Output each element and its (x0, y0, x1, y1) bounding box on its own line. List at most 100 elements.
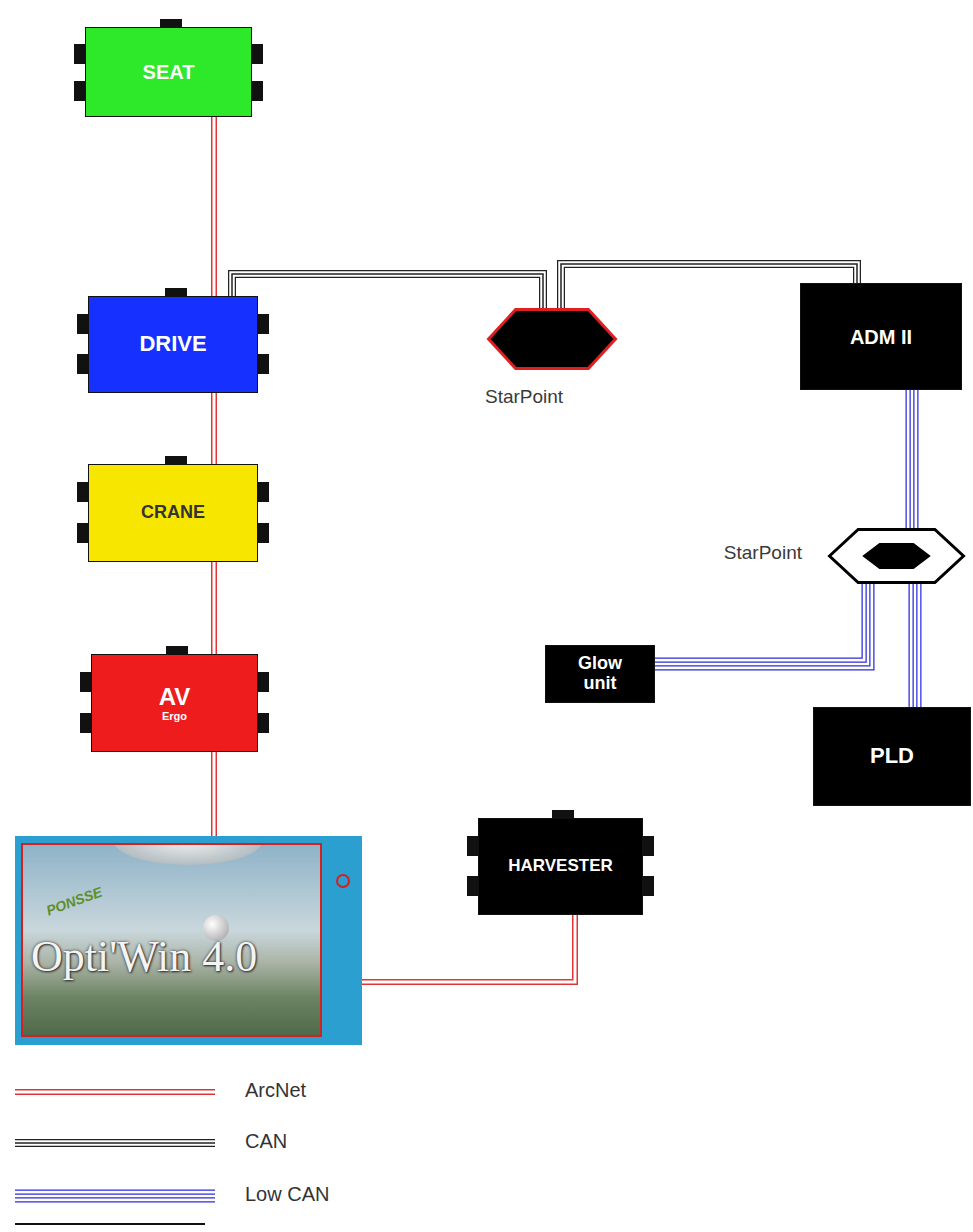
connector-tab (77, 314, 89, 334)
bus-wire (655, 584, 868, 664)
module-label: HARVESTER (508, 857, 613, 876)
crane-module: CRANE (88, 464, 258, 562)
bus-wire (213, 562, 216, 654)
bus-wire (211, 562, 217, 654)
module-label: AV (159, 684, 191, 710)
bus-wire (232, 274, 543, 308)
hexagon-outline (487, 308, 617, 370)
connector-tab (166, 646, 188, 655)
screen-picture: PONSSE Opti'Win 4.0 (21, 843, 322, 1037)
lowcan-starpoint: StarPoint (828, 528, 965, 584)
optiwin-display: PONSSE Opti'Win 4.0 (15, 836, 362, 1045)
bus-connector (232, 274, 543, 308)
connector-tab (257, 482, 269, 502)
arcnet-line (15, 1089, 215, 1095)
bus-wire (213, 393, 216, 464)
av-module: AVErgo (91, 654, 258, 752)
drive-module: DRIVE (88, 296, 258, 393)
bus-wire (362, 915, 575, 982)
connector-tab (467, 876, 479, 896)
bus-wire (655, 584, 868, 664)
bus-connector (214, 117, 215, 296)
lowcan-line (15, 1194, 215, 1199)
legend-label: CAN (245, 1130, 287, 1153)
product-title: Opti'Win 4.0 (31, 931, 257, 982)
bus-wire (911, 390, 914, 528)
connector-tab (552, 810, 574, 819)
hexagon-shape (830, 530, 964, 583)
lowcan-gap (15, 1195, 215, 1198)
module-label: ADM II (850, 326, 912, 348)
screen-cloud (113, 843, 263, 865)
can-line (15, 1139, 215, 1147)
connector-tab (77, 482, 89, 502)
connector-tab (80, 672, 92, 692)
bus-wire (914, 584, 917, 707)
connector-tab (257, 314, 269, 334)
bus-connector (214, 752, 215, 836)
bus-wire (211, 393, 217, 464)
pld-unit: PLD (813, 707, 971, 806)
harvester-module: HARVESTER (478, 818, 643, 915)
bus-wire (213, 117, 216, 296)
bus-connector (214, 562, 215, 654)
module-label: PLD (870, 744, 914, 768)
connector-tab (642, 876, 654, 896)
seat-module: SEAT (85, 27, 252, 117)
lowcan-gap (15, 1191, 215, 1202)
bus-wire (655, 584, 868, 664)
bus-wire (211, 117, 217, 296)
hexagon-shape (489, 310, 616, 369)
bus-wire (232, 274, 543, 308)
starpoint-label: StarPoint (724, 542, 802, 564)
bus-wire (655, 584, 868, 664)
lowcan-sample (15, 1196, 215, 1197)
module-label: SEAT (143, 61, 195, 83)
legend-label: Low CAN (245, 1183, 329, 1206)
connector-tab (642, 836, 654, 856)
bus-connector (915, 584, 916, 707)
connector-tab (77, 523, 89, 543)
connector-tab (160, 19, 182, 28)
bus-wire (906, 390, 919, 528)
module-label: CRANE (141, 503, 205, 523)
module-label: Glow unit (569, 654, 631, 694)
bus-wire (910, 390, 915, 528)
connector-tab (77, 354, 89, 374)
connector-tab (257, 672, 269, 692)
connector-tab (257, 713, 269, 733)
arcnet-sample (15, 1092, 215, 1093)
can-starpoint: StarPoint (487, 308, 617, 370)
connector-tab (251, 44, 263, 64)
can-sample (15, 1143, 215, 1144)
hexagon-core (862, 543, 931, 569)
status-led (336, 874, 350, 888)
bus-connector (912, 390, 913, 528)
arcnet-gap (15, 1091, 215, 1094)
connector-tab (74, 44, 86, 64)
bus-wire (362, 915, 575, 982)
module-label: DRIVE (139, 332, 206, 356)
bus-wire (913, 584, 918, 707)
bus-connector (655, 584, 868, 664)
can-gap (15, 1140, 215, 1146)
connector-tab (80, 713, 92, 733)
adm-module: ADM II (800, 283, 962, 390)
brand-logo: PONSSE (44, 884, 104, 919)
bus-connector (214, 393, 215, 464)
starpoint-label: StarPoint (485, 386, 563, 408)
bus-wire (910, 584, 921, 707)
bus-wire (907, 390, 918, 528)
hexagon-outline (828, 528, 965, 584)
lowcan-line (15, 1190, 215, 1203)
connector-tab (74, 81, 86, 101)
bus-wire (232, 274, 543, 308)
legend-label: ArcNet (245, 1079, 306, 1102)
connector-tab (165, 288, 187, 297)
glow-unit: Glow unit (545, 645, 655, 703)
connector-tab (165, 456, 187, 465)
bus-wire (213, 752, 216, 836)
bus-connector (362, 915, 575, 982)
